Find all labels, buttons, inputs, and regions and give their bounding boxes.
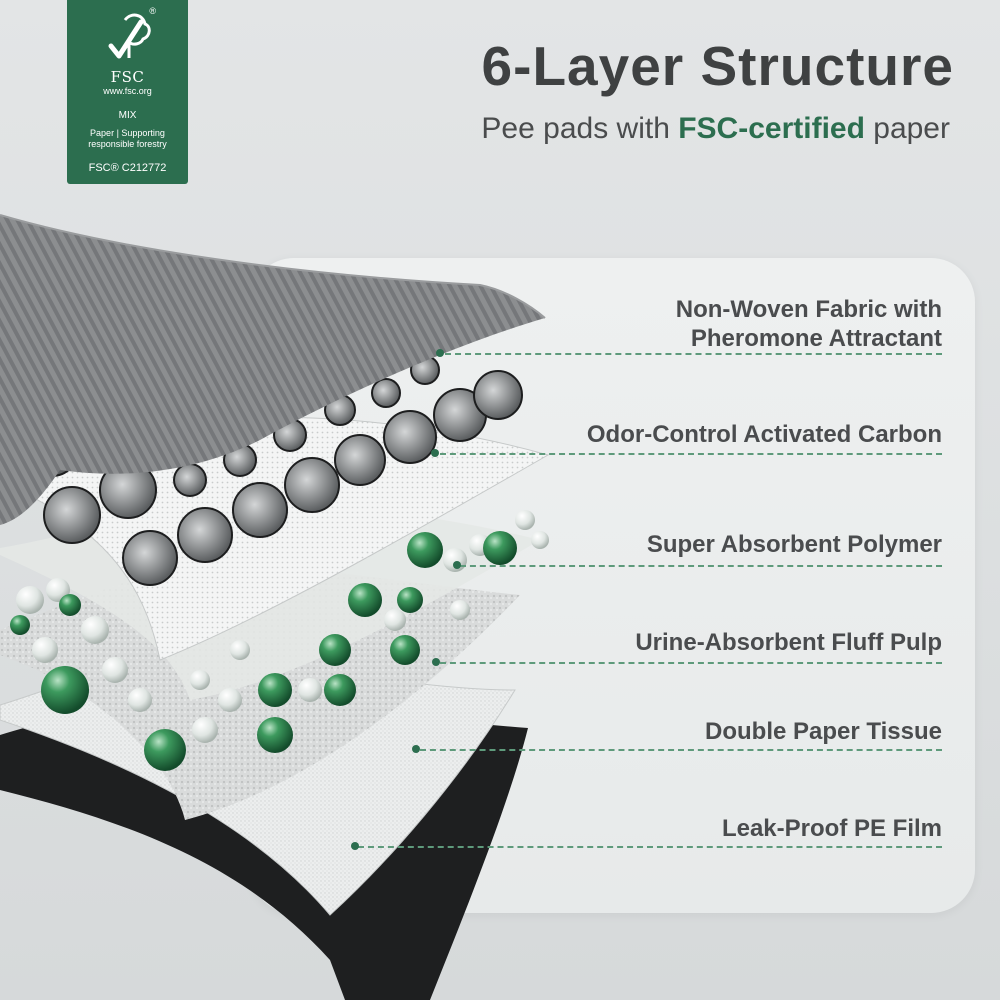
fsc-claim: Paper | Supporting responsible forestry <box>71 128 184 150</box>
marker-dot-carbon <box>431 449 439 457</box>
leader-line-carbon <box>440 453 942 455</box>
leader-line-polymer <box>460 565 942 567</box>
fsc-badge: ® FSC www.fsc.org MIX Paper | Supporting… <box>67 0 188 184</box>
layer-label-fabric-line1: Non-Woven Fabric with <box>675 296 942 323</box>
layer-label-fluff: Urine-Absorbent Fluff Pulp <box>635 629 942 656</box>
polymer-beads <box>10 510 549 771</box>
fsc-tree-check-icon <box>108 13 151 59</box>
subtitle-after: paper <box>864 112 950 145</box>
marker-dot-film <box>351 842 359 850</box>
fsc-brand: FSC <box>110 68 145 86</box>
leader-line-fabric <box>445 353 942 355</box>
layer-label-polymer: Super Absorbent Polymer <box>646 531 942 558</box>
marker-dot-polymer <box>453 561 461 569</box>
fsc-claim-line1: Paper | Supporting <box>90 128 165 138</box>
layer-label-film: Leak-Proof PE Film <box>721 815 942 842</box>
fsc-claim-line2: responsible forestry <box>88 139 167 149</box>
fsc-url: www.fsc.org <box>103 86 152 96</box>
layer-label-tissue: Double Paper Tissue <box>705 718 942 745</box>
leader-line-film <box>358 846 942 848</box>
page-subtitle: Pee pads with FSC-certified paper <box>481 112 950 146</box>
layer-label-carbon: Odor-Control Activated Carbon <box>586 421 942 448</box>
subtitle-before: Pee pads with <box>481 112 679 145</box>
subtitle-highlight: FSC-certified <box>678 112 865 145</box>
marker-dot-fabric <box>436 349 444 357</box>
layer-label-fabric-line2: Pheromone Attractant <box>690 325 942 352</box>
fabric-layer <box>0 215 545 525</box>
fsc-mix-label: MIX <box>118 110 137 121</box>
fsc-license-code: FSC® C212772 <box>88 162 167 174</box>
registered-mark: ® <box>149 6 156 16</box>
layer-label-fabric: Non-Woven Fabric with Pheromone Attracta… <box>676 295 942 353</box>
page-title: 6-Layer Structure <box>481 35 954 97</box>
marker-dot-tissue <box>412 745 420 753</box>
marker-dot-fluff <box>432 658 440 666</box>
leader-line-tissue <box>420 749 942 751</box>
leader-line-fluff <box>440 662 942 664</box>
